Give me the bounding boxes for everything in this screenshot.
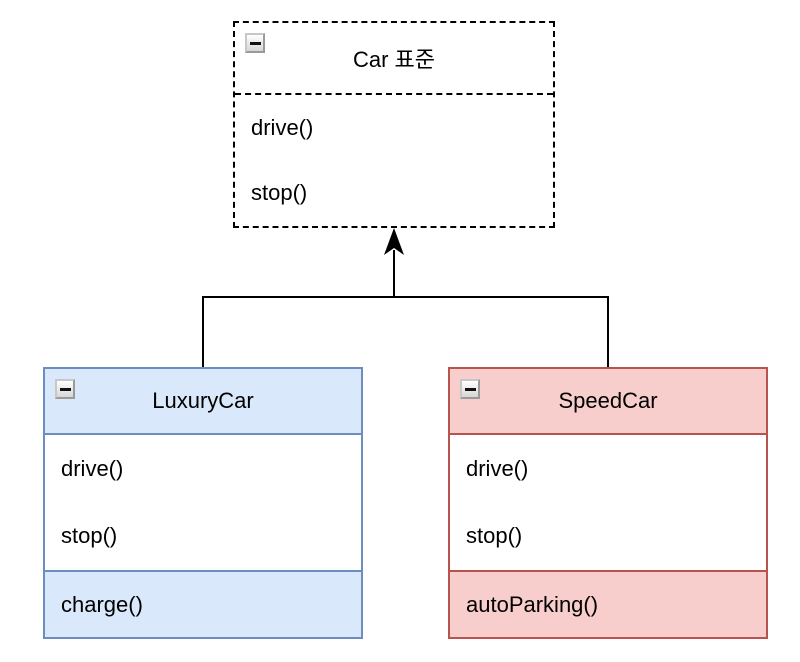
method-label: drive() bbox=[466, 455, 529, 481]
class-box-speedcar[interactable]: SpeedCar drive() stop() autoParking() bbox=[448, 367, 768, 639]
method-item: drive() bbox=[450, 435, 766, 503]
class-methods-car: drive() stop() bbox=[235, 95, 553, 226]
class-title: LuxuryCar bbox=[152, 388, 254, 413]
method-item: stop() bbox=[235, 161, 553, 227]
collapse-button[interactable] bbox=[245, 33, 265, 53]
method-label: stop() bbox=[251, 180, 308, 206]
class-box-car[interactable]: Car 표준 drive() stop() bbox=[233, 21, 555, 228]
class-header-luxurycar: LuxuryCar bbox=[45, 369, 361, 435]
inheritance-arrowhead-icon bbox=[384, 228, 404, 255]
class-header-car: Car 표준 bbox=[235, 23, 553, 95]
method-item: stop() bbox=[450, 503, 766, 571]
class-methods-speedcar: drive() stop() bbox=[450, 435, 766, 572]
minus-icon bbox=[464, 387, 476, 391]
connector-branch-line bbox=[202, 296, 609, 367]
method-label: stop() bbox=[61, 523, 118, 549]
class-header-speedcar: SpeedCar bbox=[450, 369, 766, 435]
extra-method-section: charge() bbox=[45, 572, 361, 637]
minus-icon bbox=[249, 41, 261, 45]
class-box-luxurycar[interactable]: LuxuryCar drive() stop() charge() bbox=[43, 367, 363, 639]
method-label: autoParking() bbox=[466, 591, 599, 617]
class-title: SpeedCar bbox=[558, 388, 658, 413]
method-item: stop() bbox=[45, 503, 361, 571]
class-methods-luxurycar: drive() stop() bbox=[45, 435, 361, 572]
method-item: drive() bbox=[235, 95, 553, 161]
class-title: Car 표준 bbox=[352, 47, 436, 72]
method-label: drive() bbox=[251, 114, 314, 140]
method-label: stop() bbox=[466, 523, 523, 549]
minus-icon bbox=[59, 387, 71, 391]
extra-method-section: autoParking() bbox=[450, 572, 766, 637]
method-item: drive() bbox=[45, 435, 361, 503]
method-label: drive() bbox=[61, 455, 124, 481]
collapse-button[interactable] bbox=[460, 379, 480, 399]
collapse-button[interactable] bbox=[55, 379, 75, 399]
method-label: charge() bbox=[61, 591, 143, 617]
